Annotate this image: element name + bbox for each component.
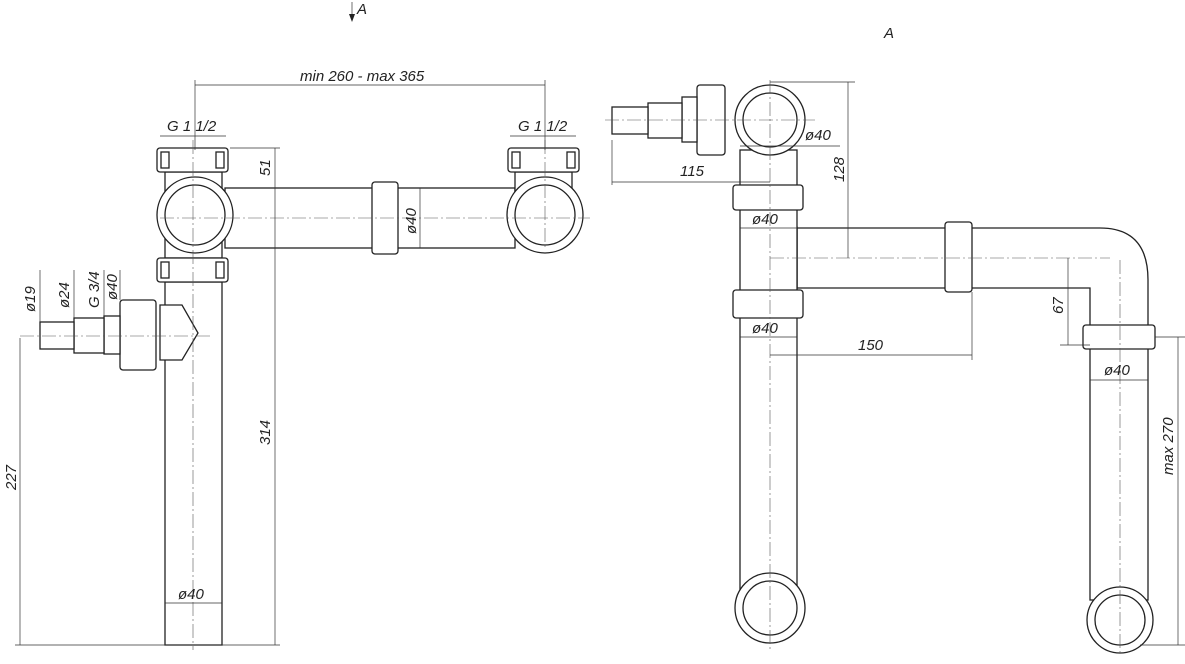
- dim-115: 115: [680, 163, 705, 180]
- dim-314: 314: [257, 420, 274, 445]
- dim-max-270: max 270: [1160, 417, 1177, 475]
- inlet-cone: [159, 304, 199, 361]
- upper-pipe-diameter: ø40: [752, 211, 779, 228]
- lower-nut: [732, 289, 804, 319]
- main-vertical-pipe: [739, 149, 798, 601]
- upper-nut: [732, 184, 804, 211]
- hose-barb-large: [73, 317, 105, 354]
- riser-nut: [1082, 324, 1156, 350]
- dim-67: 67: [1050, 297, 1067, 314]
- hose-barb-large: [647, 102, 683, 139]
- dim-128: 128: [831, 156, 848, 182]
- inlet-nut: [119, 299, 157, 371]
- left-trap-bowl: [156, 176, 234, 254]
- view-arrow-marker: A: [349, 1, 367, 22]
- hose-barb-small: [39, 321, 75, 350]
- hose-dia-24: ø24: [56, 282, 73, 308]
- horizontal-coupling-nut: [944, 221, 973, 293]
- right-nut-upper: [507, 147, 580, 173]
- hose-barb-small: [611, 106, 649, 135]
- dim-51: 51: [257, 159, 274, 176]
- horizontal-pipe-diameter: ø40: [403, 207, 420, 234]
- span-dimension: min 260 - max 365: [300, 68, 425, 85]
- right-view: 115 128 ø40 ø40 ø40 150 67 ø40 max 270: [605, 80, 1185, 655]
- thread-left-label: G 1 1/2: [167, 118, 217, 135]
- dim-227: 227: [3, 464, 20, 491]
- riser-pipe: [1089, 344, 1149, 601]
- left-view: min 260 - max 365 G 1 1/2 G 1 1/2 51 ø40…: [3, 68, 590, 650]
- outlet-diameter: ø40: [178, 586, 205, 603]
- lower-pipe-diameter: ø40: [752, 320, 779, 337]
- view-a-label: A: [883, 25, 894, 42]
- inlet-thread: [103, 315, 121, 355]
- inlet-thread-label: G 3/4: [86, 271, 103, 308]
- left-nut-upper: [156, 147, 229, 173]
- elbow-diameter: ø40: [805, 127, 832, 144]
- pipe-nut: [156, 257, 229, 283]
- inlet-diameter: ø40: [104, 273, 121, 300]
- thread-right-label: G 1 1/2: [518, 118, 568, 135]
- hose-dia-19: ø19: [22, 285, 39, 312]
- view-marker-label: A: [356, 1, 367, 18]
- dim-150: 150: [858, 337, 884, 354]
- riser-diameter: ø40: [1104, 362, 1131, 379]
